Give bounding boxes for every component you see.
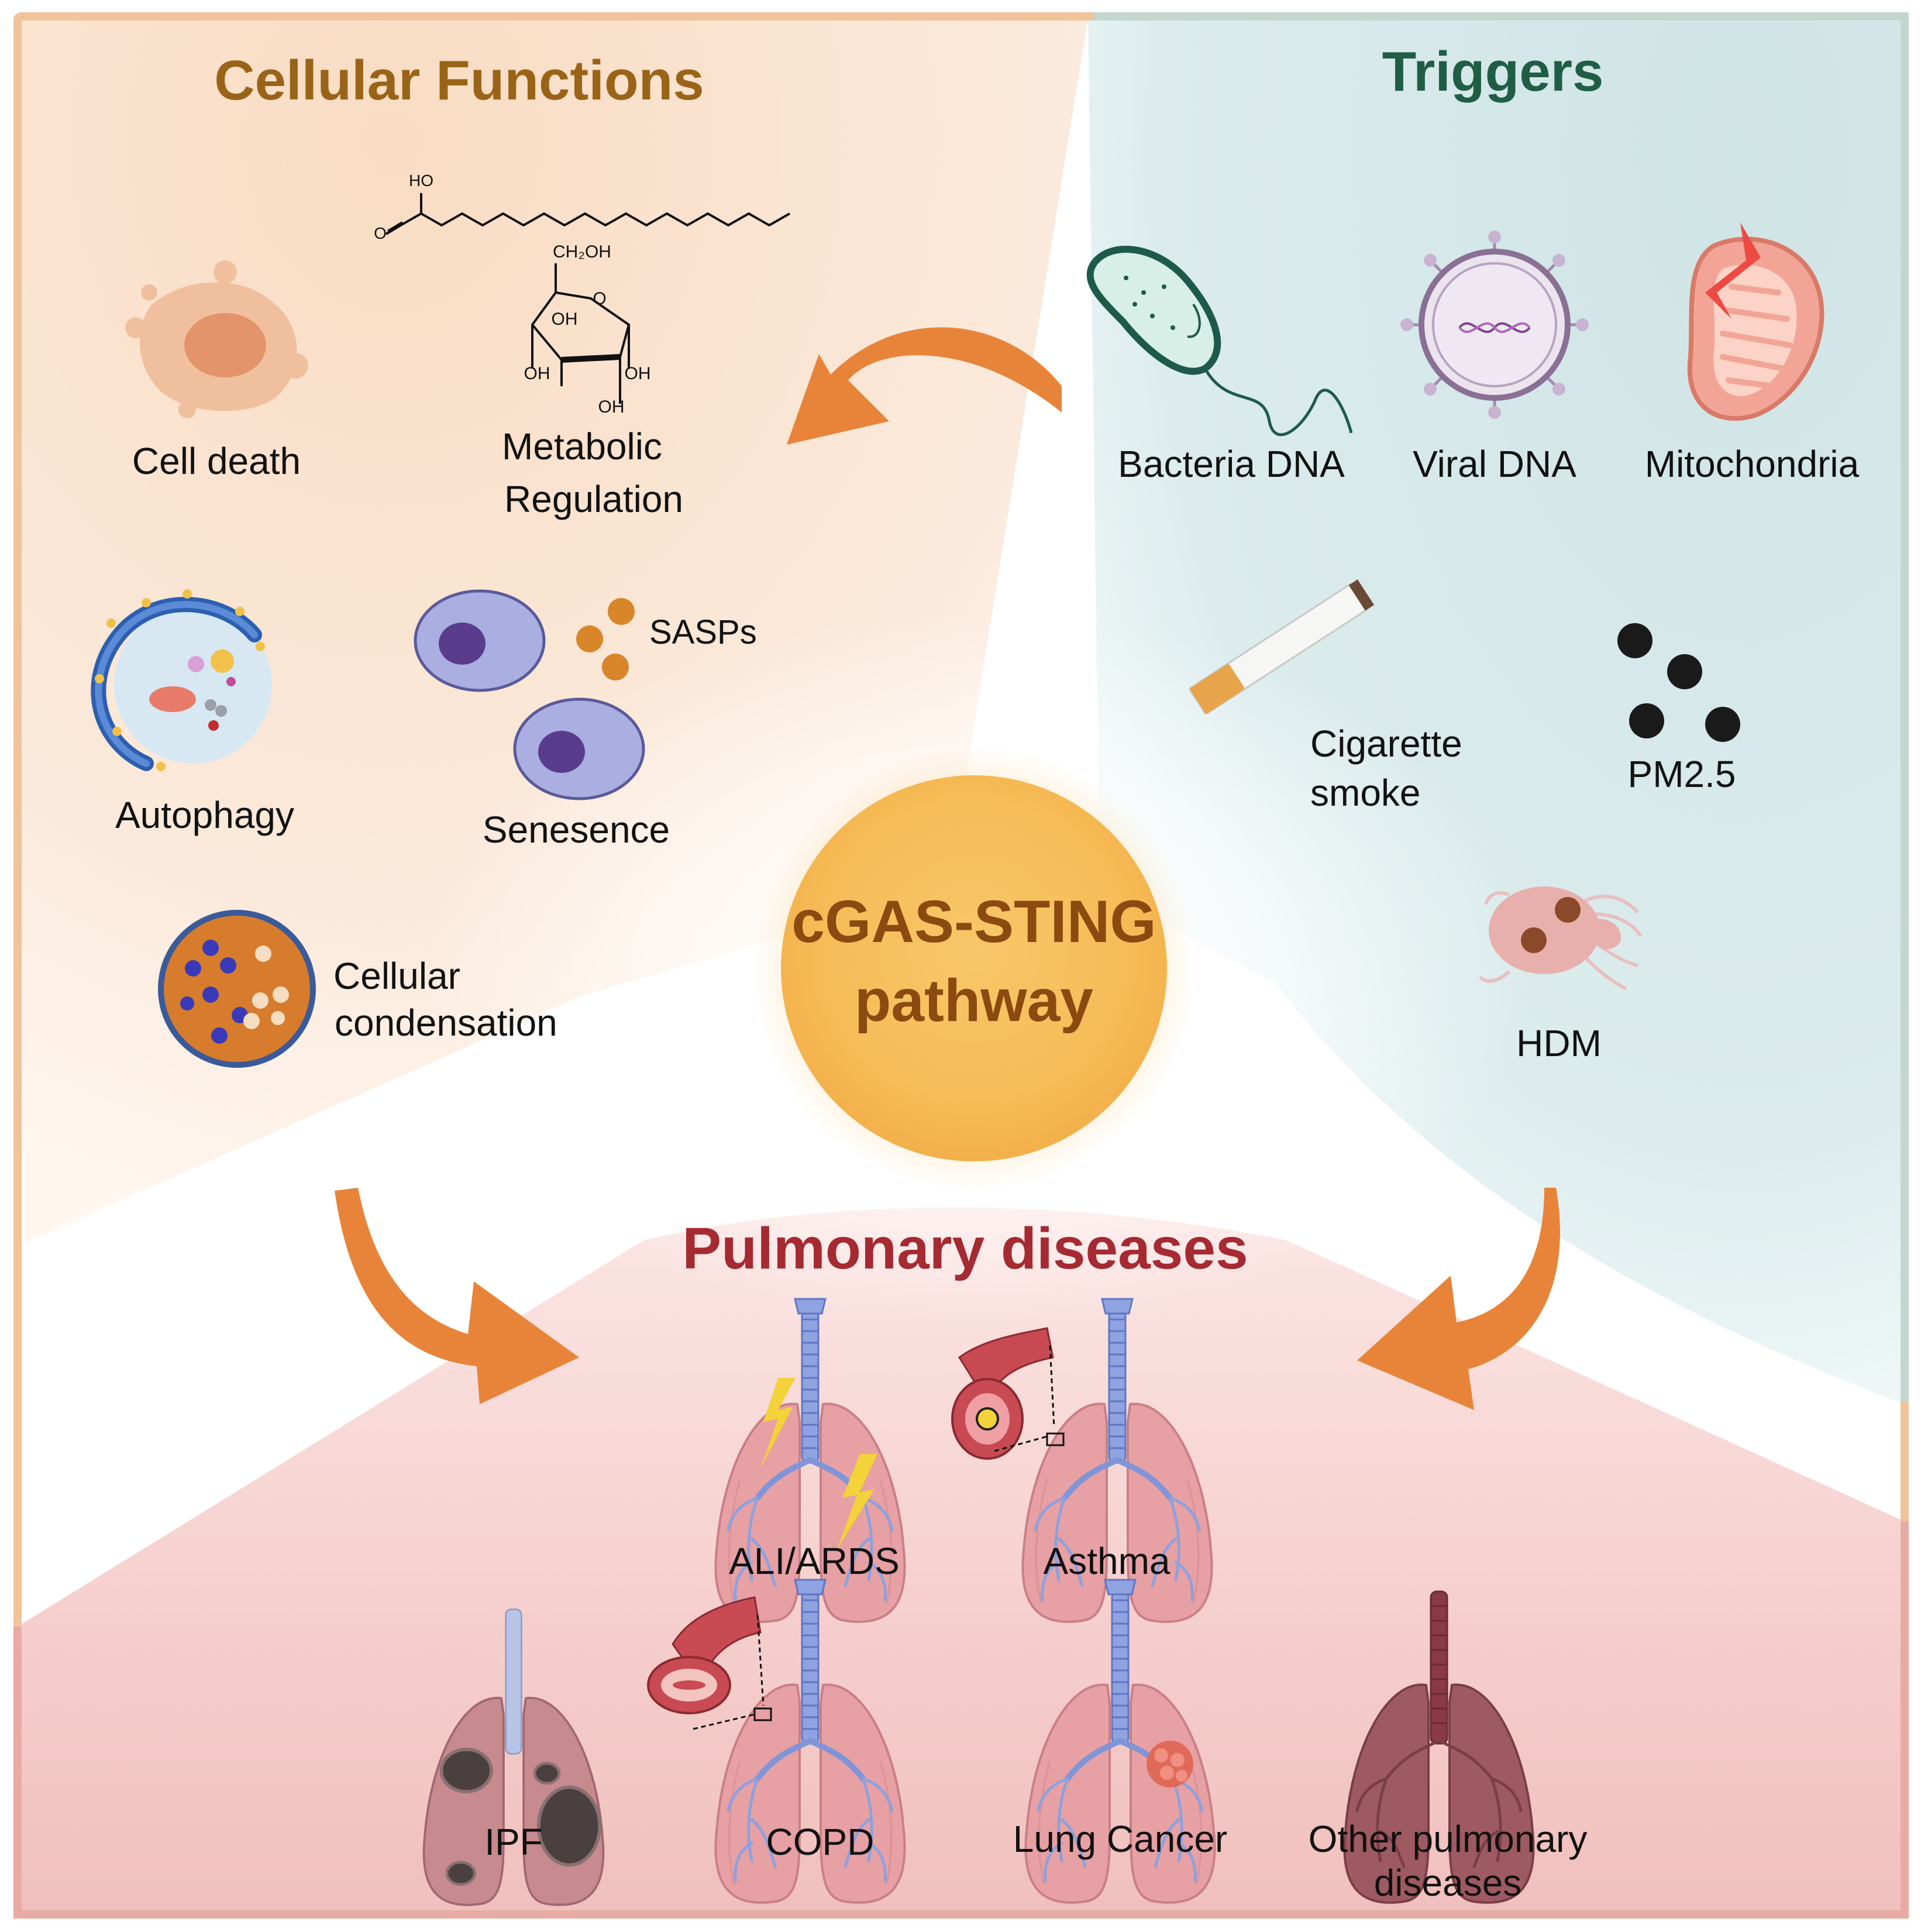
airway-inset-copd: [647, 1596, 765, 1730]
label-viral-dna: Viral DNA: [1413, 443, 1576, 485]
lung-cancer-icon: [1024, 1580, 1216, 1904]
autophagy-icon: [91, 589, 272, 771]
senescence-icon: [414, 589, 645, 800]
airway-inset-asthma: [951, 1327, 1055, 1460]
lung-copd-icon: [714, 1580, 906, 1904]
glucose-ch2oh: CH₂OH: [553, 242, 611, 262]
label-ali-ards: ALI/ARDS: [729, 1540, 900, 1582]
label-mitochondria: Mitochondria: [1645, 443, 1860, 485]
label-cigarette-line1: Cigarette: [1310, 723, 1462, 765]
label-condensation-line1: Cellular: [333, 955, 460, 997]
lung-ali-ards-icon: [714, 1299, 906, 1623]
label-other-line2: diseases: [1374, 1862, 1522, 1904]
arrow-triggers-to-functions: [787, 327, 1062, 445]
label-autophagy: Autophagy: [115, 794, 294, 836]
label-senescence: Senesence: [483, 809, 670, 851]
arrows: [335, 327, 1560, 1410]
virus-icon: [1400, 231, 1589, 419]
glucose-oh-right: OH: [625, 364, 651, 383]
heading-pulmonary-diseases: Pulmonary diseases: [682, 1216, 1248, 1281]
label-pm25: PM2.5: [1628, 753, 1736, 795]
arrow-functions-to-diseases: [335, 1188, 579, 1404]
label-asthma: Asthma: [1044, 1540, 1170, 1582]
heading-triggers: Triggers: [1382, 40, 1604, 103]
center-title-line2: pathway: [855, 967, 1093, 1034]
heading-cellular-functions: Cellular Functions: [214, 49, 704, 112]
lung-ipf-icon: [422, 1608, 605, 1906]
mitochondria-icon: [1687, 222, 1824, 421]
label-hdm: HDM: [1516, 1022, 1602, 1064]
label-lung-cancer: Lung Cancer: [1013, 1818, 1227, 1860]
cgas-sting-node: cGAS-STING pathway: [752, 746, 1196, 1191]
fatty-acid-o: O: [374, 224, 387, 242]
label-cell-death: Cell death: [132, 440, 301, 482]
label-other-line1: Other pulmonary: [1309, 1818, 1588, 1860]
bacteria-icon: [1086, 246, 1353, 436]
label-cigarette-line2: smoke: [1310, 772, 1421, 814]
label-condensation-line2: condensation: [335, 1002, 557, 1044]
center-title-line1: cGAS-STING: [791, 888, 1156, 955]
label-metabolic-line2: Regulation: [504, 478, 683, 520]
fatty-acid-ho: HO: [409, 171, 433, 190]
cell-death-icon: [125, 260, 308, 418]
house-dust-mite-icon: [1478, 886, 1643, 991]
lung-asthma-icon: [1021, 1299, 1213, 1623]
condensation-icon: [158, 910, 316, 1068]
label-sasps: SASPs: [649, 613, 757, 651]
cigarette-icon: [1189, 579, 1375, 714]
label-metabolic-line1: Metabolic: [502, 425, 662, 467]
arrow-triggers-to-diseases: [1357, 1188, 1560, 1410]
lung-other-icon: [1343, 1590, 1535, 1904]
glucose-structure: [531, 263, 631, 404]
fatty-acid-structure: [385, 193, 790, 235]
glucose-o: O: [593, 289, 606, 308]
glucose-oh-left: OH: [524, 364, 550, 383]
label-copd: COPD: [766, 1821, 875, 1863]
pm25-icon: [1617, 623, 1740, 742]
label-bacteria-dna: Bacteria DNA: [1118, 443, 1345, 485]
glucose-oh-ring: OH: [552, 310, 578, 329]
label-ipf: IPF: [484, 1821, 543, 1863]
glucose-oh-bottom: OH: [598, 397, 625, 417]
